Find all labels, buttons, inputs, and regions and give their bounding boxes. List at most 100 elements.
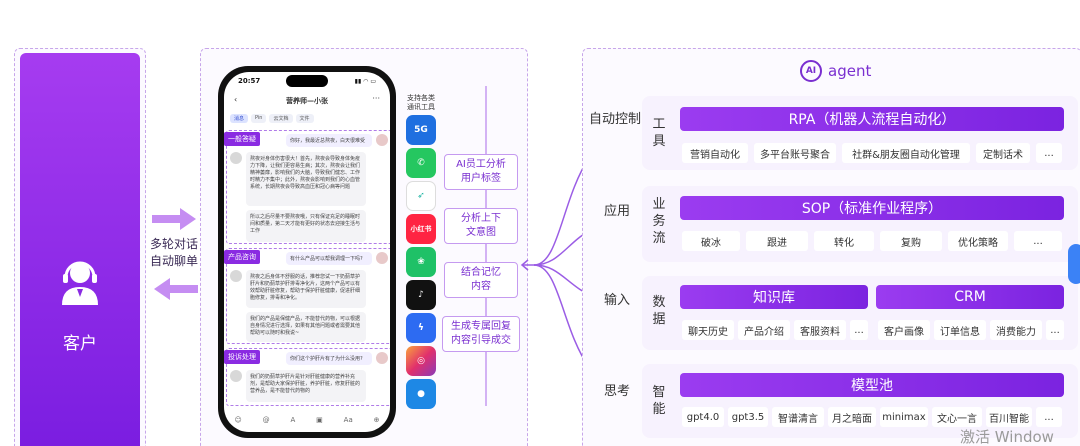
- bar-crm: CRM: [876, 285, 1064, 309]
- agent-title: agent: [828, 62, 872, 80]
- phone-mockup: 20:57 ▮▮ ◠ ▭ ‹ 营养师—小张 ··· 消息 Pin 云文档 文件 …: [218, 66, 396, 438]
- arrow-left-icon: [154, 278, 198, 300]
- user-headset-icon: [62, 261, 98, 305]
- agent-avatar: [230, 152, 242, 164]
- flow-step-line1: 结合记忆: [461, 267, 501, 278]
- apps-title: 支持各类 通讯工具: [403, 94, 439, 112]
- flow-step-line2: 内容: [471, 281, 491, 292]
- messenger-icon: ϟ: [406, 313, 436, 343]
- customer-label: 客户: [63, 334, 97, 354]
- flow-step-analyze-tags: AI员工分析 用户标签: [444, 154, 518, 190]
- chat-title: 营养师—小张: [286, 97, 328, 105]
- agent-answer: 我们的产品是保健产品，不能替代药物，可以根据自身情况进行选择，如果有其他问题或者…: [246, 312, 366, 342]
- whatsapp-icon: ✆: [406, 148, 436, 178]
- chip: 复购: [880, 231, 942, 251]
- chip: 客户画像: [878, 320, 930, 340]
- customer-panel: 客户: [20, 53, 140, 446]
- flow-step-line2: 文意图: [466, 227, 496, 238]
- row-vertical-label: 工具: [652, 117, 666, 149]
- text-icon[interactable]: A: [290, 416, 296, 424]
- bar-sop: SOP（标准作业程序）: [680, 196, 1064, 220]
- user-question: 有什么产品可以帮我调理一下吗?: [286, 252, 372, 265]
- section-tag: 一般答疑: [224, 132, 260, 146]
- image-icon[interactable]: ▣: [316, 416, 323, 424]
- instagram-icon: ◎: [406, 346, 436, 376]
- bar-model-pool: 模型池: [680, 373, 1064, 397]
- chip: 消费能力: [990, 320, 1042, 340]
- row-side-label: 应用: [604, 204, 631, 219]
- xiaohongshu-icon: 小红书: [406, 214, 436, 244]
- multi-turn-line2: 自动聊单: [149, 254, 198, 268]
- agent-header: AI agent: [800, 60, 871, 82]
- bar-knowledge-base: 知识库: [680, 285, 868, 309]
- flow-step-line1: AI员工分析: [456, 159, 506, 170]
- chip: 聊天历史: [682, 320, 734, 340]
- flow-line: [485, 86, 487, 406]
- chip: ...: [1036, 143, 1062, 163]
- section-frame: [226, 348, 390, 406]
- chip: 转化: [814, 231, 874, 251]
- chip: 月之暗面: [828, 407, 876, 427]
- chip: 破冰: [682, 231, 740, 251]
- chip: ...: [1014, 231, 1062, 251]
- chip: 多平台账号聚合: [754, 143, 836, 163]
- section-tag: 产品咨询: [224, 250, 260, 264]
- more-icon[interactable]: ···: [372, 94, 380, 103]
- chip: 订单信息: [934, 320, 986, 340]
- chip: minimax: [880, 407, 928, 427]
- chat-input-toolbar: ☺ @ A ▣ Aa ⊕: [224, 416, 390, 424]
- flow-step-intent: 分析上下 文意图: [444, 208, 518, 244]
- row-vertical-label: 智能: [652, 385, 666, 417]
- row-side-label: 思考: [604, 384, 631, 399]
- plus-icon[interactable]: ⊕: [373, 416, 380, 424]
- tab-files[interactable]: 文件: [295, 114, 314, 123]
- chip: 百川智能: [986, 407, 1032, 427]
- chip: gpt3.5: [728, 407, 768, 427]
- chip: 跟进: [746, 231, 808, 251]
- tab-pin[interactable]: Pin: [251, 114, 267, 123]
- user-question: 你好，我最近总熬夜，白天很难受: [286, 134, 372, 147]
- flow-step-reply: 生成专属回复 内容引导成交: [442, 316, 520, 352]
- wechat-work-icon: ❀: [406, 247, 436, 277]
- tab-cloud-docs[interactable]: 云文档: [269, 114, 293, 123]
- chip: 营销自动化: [682, 143, 748, 163]
- tab-messages[interactable]: 消息: [230, 114, 249, 123]
- section-frame: [226, 248, 390, 344]
- section-tag: 投诉处理: [224, 350, 260, 364]
- agent-answer: 我们的奶蓟草护肝片是针对肝脏健康的营养补充剂，是帮助大家保护肝脏，养护肝脏，修复…: [246, 370, 366, 402]
- 5g-message-icon: 5G: [406, 115, 436, 145]
- activation-watermark: 激活 Window: [960, 428, 1054, 446]
- flow-step-line2: 内容引导成交: [451, 335, 511, 346]
- bar-rpa: RPA（机器人流程自动化）: [680, 107, 1064, 131]
- multi-turn-line1: 多轮对话: [149, 237, 198, 251]
- multi-turn-label: 多轮对话 自动聊单: [148, 236, 200, 270]
- chip: 产品介绍: [738, 320, 790, 340]
- agent-avatar: [230, 370, 242, 382]
- imessage-icon: ●: [406, 379, 436, 409]
- agent-answer: 所以之后尽量不要熬夜哦，只有保证充足的睡眠时间和质量，第二天才能有更好的状态去迎…: [246, 210, 366, 242]
- back-chevron-icon[interactable]: ‹: [234, 95, 238, 104]
- ai-logo-icon: AI: [800, 60, 822, 82]
- feishu-icon: ➶: [406, 181, 436, 211]
- chip: 智谱清言: [772, 407, 824, 427]
- user-avatar: [376, 134, 388, 146]
- status-time: 20:57: [238, 77, 261, 85]
- user-question: 你们这个护肝片有了为什么没用?: [286, 352, 372, 365]
- phone-notch: [286, 75, 328, 87]
- at-icon[interactable]: @: [262, 416, 270, 424]
- chip: 文心一言: [932, 407, 982, 427]
- row-vertical-label: 数据: [652, 295, 666, 327]
- section-frame: [226, 130, 390, 244]
- row-side-label: 自动控制: [589, 112, 642, 127]
- flow-step-line2: 用户标签: [461, 173, 501, 184]
- chip: 客服资料: [794, 320, 846, 340]
- emoji-icon[interactable]: ☺: [234, 416, 242, 424]
- font-icon[interactable]: Aa: [343, 416, 353, 424]
- side-widget[interactable]: [1068, 244, 1080, 284]
- chip: gpt4.0: [682, 407, 724, 427]
- agent-answer: 熬夜之后身体不舒服的话，推荐您试一下奶蓟草护肝片和奶蓟草护肝排毒净化片，这两个产…: [246, 270, 366, 308]
- chip: ...: [850, 320, 868, 340]
- row-vertical-label: 业务流: [652, 197, 666, 246]
- chip: 优化策略: [948, 231, 1008, 251]
- chip: 定制话术: [976, 143, 1030, 163]
